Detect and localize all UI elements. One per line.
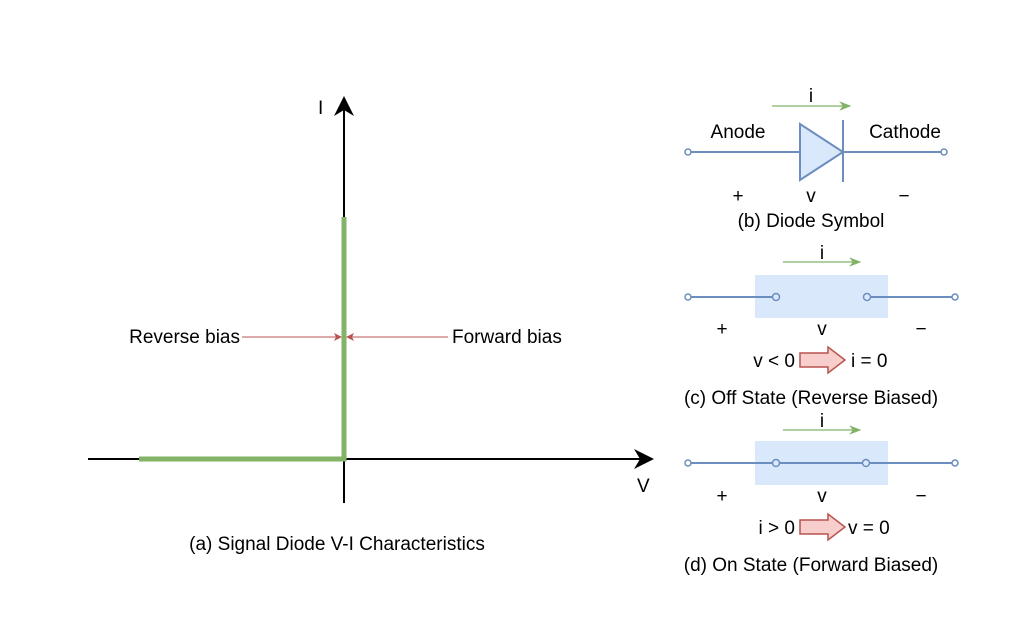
current-label: i (809, 86, 813, 107)
off-caption: (c) Off State (Reverse Biased) (684, 388, 938, 409)
vi-plot: I V Reverse bias Forward bias (a) Signal… (88, 96, 654, 555)
off-state: i + v − v < 0 i = 0 (c) Off State (Rever… (684, 243, 959, 409)
minus-label: − (915, 319, 926, 340)
terminal-cathode (940, 148, 948, 156)
voltage-label: v (806, 186, 816, 207)
diode-symbol: i Anode Cathode + v − (b) Diode Symbol (684, 86, 948, 232)
cathode-label: Cathode (869, 122, 941, 143)
diode-triangle (799, 122, 845, 182)
current-label: i (820, 243, 824, 264)
implies-arrow-icon (799, 345, 847, 375)
minus-label: − (915, 486, 926, 507)
y-axis-label: I (318, 98, 323, 119)
condition-label: i > 0 (759, 518, 795, 539)
minus-label: − (898, 186, 909, 207)
voltage-label: v (817, 319, 827, 340)
current-label: i (820, 411, 824, 432)
plus-label: + (732, 186, 743, 207)
on-state: i + v − i > 0 v = 0 (d) On State (Forwar… (684, 411, 959, 576)
forward-bias-label: Forward bias (452, 327, 562, 348)
on-caption: (d) On State (Forward Biased) (684, 555, 938, 576)
implies-arrow-icon (799, 512, 847, 542)
reverse-bias-label: Reverse bias (129, 327, 240, 348)
terminal-anode (684, 148, 692, 156)
plus-label: + (716, 486, 727, 507)
result-label: i = 0 (851, 351, 887, 372)
diode-caption: (b) Diode Symbol (738, 211, 885, 232)
vi-curve (139, 217, 347, 462)
anode-label: Anode (711, 122, 766, 143)
voltage-label: v (817, 486, 827, 507)
plus-label: + (716, 319, 727, 340)
x-axis-label: V (637, 476, 650, 497)
vi-caption: (a) Signal Diode V-I Characteristics (189, 534, 485, 555)
condition-label: v < 0 (753, 351, 795, 372)
result-label: v = 0 (848, 518, 890, 539)
